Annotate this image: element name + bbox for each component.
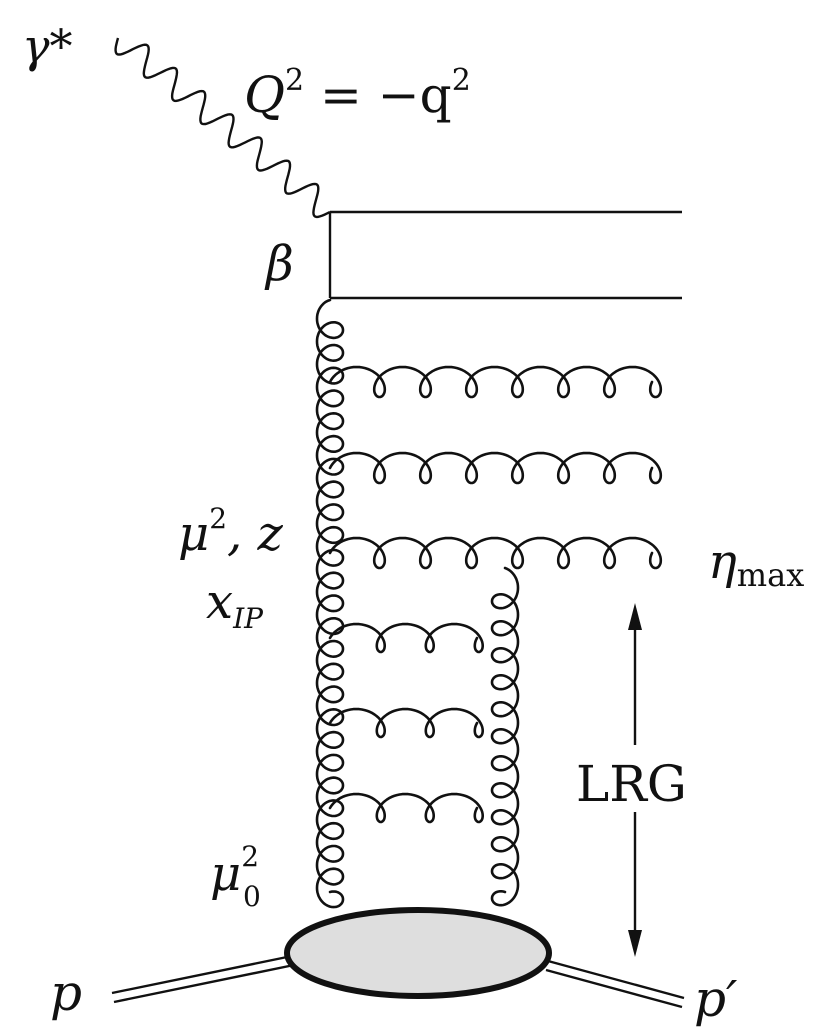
lrg-arrow-head-down: [628, 930, 642, 957]
photon-label: γ*: [22, 19, 73, 73]
eta-max-label: ηmax: [708, 534, 804, 594]
gluon-horizontal-3: [328, 536, 663, 570]
beta-label: β: [264, 236, 294, 292]
proton-blob: [284, 907, 552, 999]
incoming-proton-line: [111, 954, 295, 1004]
gluon-vertical-second: [490, 566, 520, 907]
lrg-arrow: [628, 603, 642, 957]
lrg-arrow-head-up: [628, 603, 642, 630]
gluon-rung-1: [328, 622, 484, 654]
x-pomeron-label: xIP: [206, 574, 264, 635]
gluon-horizontal-2: [328, 451, 663, 485]
gluon-rung-3: [328, 792, 484, 824]
q-squared-label: Q2 = −q2: [244, 63, 471, 124]
gluon-vertical-main: [315, 298, 345, 909]
outgoing-proton-label: p′: [694, 970, 738, 1028]
outgoing-proton-line: [545, 959, 685, 1009]
gluon-horizontal-1: [328, 365, 663, 399]
proton-label: p: [50, 964, 82, 1022]
photon-propagator: [114, 37, 331, 219]
mu-z-label: μ2, z: [178, 502, 284, 562]
gluon-rung-2: [328, 707, 484, 739]
gluon-ladder: [315, 298, 663, 909]
lrg-label: LRG: [576, 755, 687, 813]
